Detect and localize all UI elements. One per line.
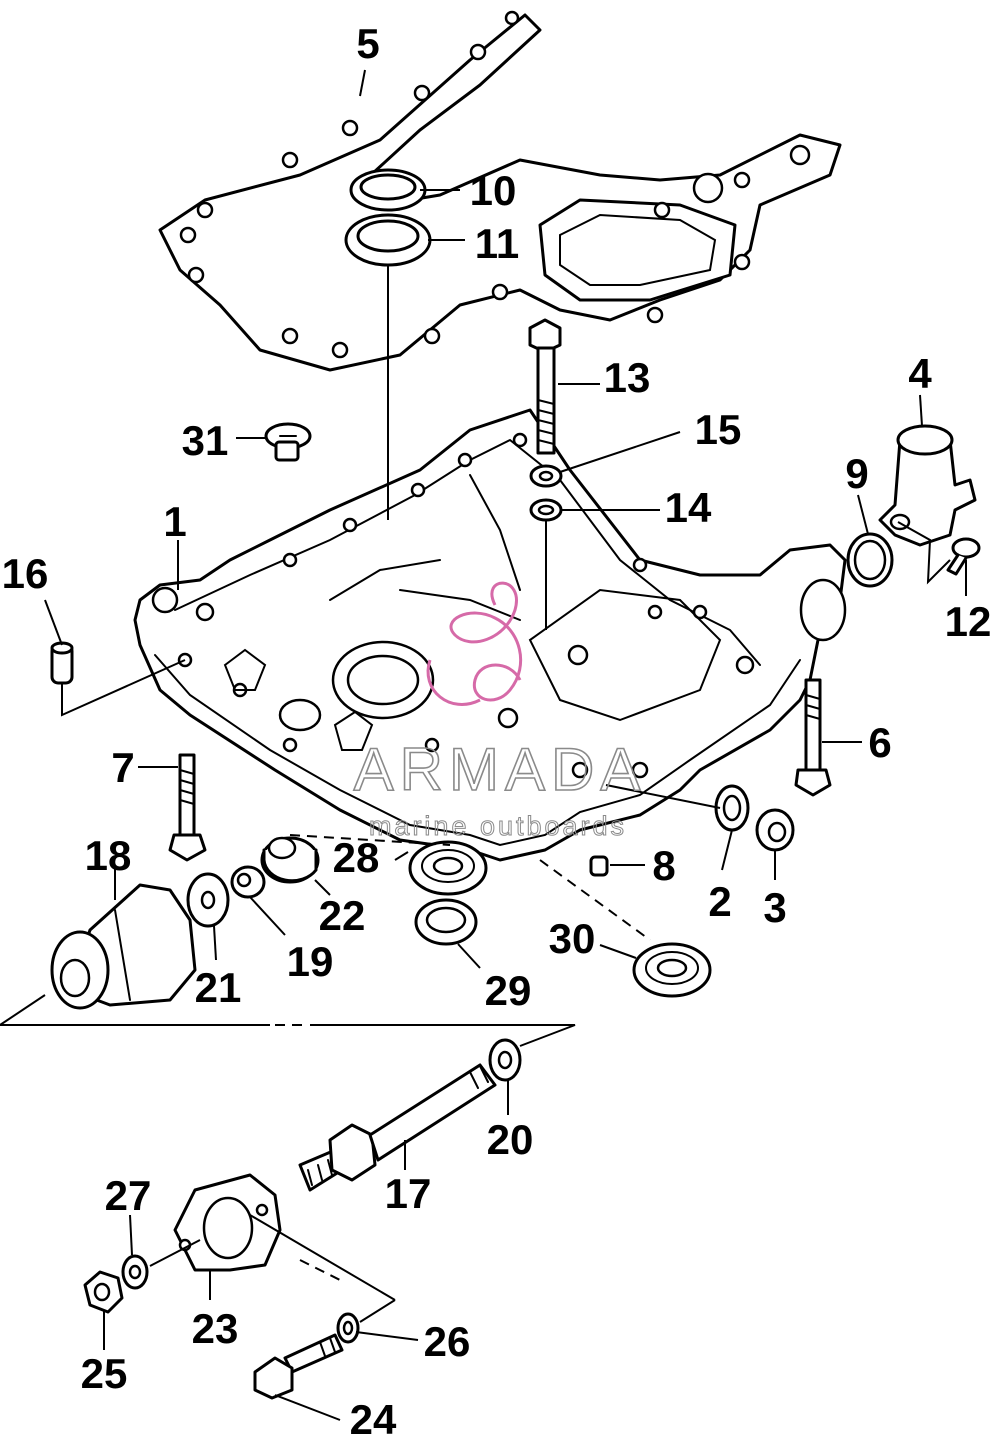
- callout-26: 26: [424, 1318, 471, 1365]
- alignment-dashed-lines: [275, 834, 651, 1281]
- callout-8: 8: [652, 842, 675, 889]
- watermark-logo: [426, 581, 523, 706]
- part-14-washer: [529, 498, 563, 522]
- part-17-shaft-bolt: [298, 1063, 497, 1192]
- part-16-dowel-pin: [50, 641, 74, 685]
- callout-22: 22: [319, 892, 366, 939]
- part-15-washer: [529, 464, 563, 488]
- callout-1: 1: [163, 498, 186, 545]
- callout-18: 18: [85, 832, 132, 879]
- callout-2: 2: [708, 878, 731, 925]
- part-29-seal: [414, 898, 478, 946]
- part-18-roller: [50, 883, 197, 1010]
- part-4-water-fitting: [878, 424, 977, 547]
- callout-25: 25: [81, 1350, 128, 1397]
- callout-24: 24: [350, 1396, 397, 1436]
- callout-5: 5: [356, 20, 379, 67]
- callout-15: 15: [695, 406, 742, 453]
- callout-20: 20: [487, 1116, 534, 1163]
- callout-4: 4: [908, 350, 932, 397]
- callout-29: 29: [485, 967, 532, 1014]
- callout-31: 31: [182, 417, 229, 464]
- part-28-bearing: [408, 840, 488, 896]
- callout-19: 19: [287, 938, 334, 985]
- callout-6: 6: [868, 719, 891, 766]
- part-3-drain-plug: [755, 808, 795, 852]
- part-8-pin: [589, 855, 609, 877]
- watermark: ARMADA marine outboards: [353, 581, 647, 842]
- callout-30: 30: [549, 915, 596, 962]
- part-9-o-ring: [846, 532, 894, 588]
- part-30-bearing: [632, 942, 712, 998]
- part-23-bracket: [173, 1173, 282, 1272]
- callout-9: 9: [845, 450, 868, 497]
- part-11-seal: [344, 213, 432, 267]
- part-10-seal: [349, 168, 427, 212]
- part-13-long-bolt: [528, 318, 562, 455]
- part-27-washer: [121, 1254, 149, 1290]
- callout-labels: 5 10 11 13 31 15 14 4 9 12 1 16 6 7 18 2…: [2, 20, 992, 1436]
- part-25-nut: [83, 1270, 124, 1314]
- callout-3: 3: [763, 884, 786, 931]
- part-2-washer: [714, 784, 750, 832]
- callout-7: 7: [111, 744, 134, 791]
- part-1-oil-pan-body: [133, 408, 847, 862]
- callout-27: 27: [105, 1172, 152, 1219]
- callout-17: 17: [385, 1170, 432, 1217]
- callout-12: 12: [945, 598, 992, 645]
- part-24-bolt: [253, 1333, 344, 1400]
- part-6-bolt: [794, 678, 832, 797]
- watermark-title: ARMADA: [354, 736, 647, 803]
- part-5-gasket: [158, 10, 842, 372]
- callout-13: 13: [604, 354, 651, 401]
- part-31-plug: [264, 422, 312, 462]
- watermark-subtitle: marine outboards: [369, 811, 627, 841]
- part-21-washer: [186, 872, 230, 928]
- callout-10: 10: [470, 167, 517, 214]
- callout-16: 16: [2, 550, 49, 597]
- part-26-washer: [336, 1312, 360, 1344]
- leader-lines: [0, 69, 967, 1421]
- part-22-spacer: [260, 836, 320, 884]
- part-12-screw: [946, 537, 981, 576]
- callout-21: 21: [195, 964, 242, 1011]
- callout-23: 23: [192, 1305, 239, 1352]
- callout-14: 14: [665, 484, 712, 531]
- part-7-bolt: [168, 753, 207, 862]
- callout-11: 11: [475, 220, 519, 267]
- part-20-washer: [488, 1038, 522, 1082]
- callout-28: 28: [333, 834, 380, 881]
- part-19-nut: [230, 865, 266, 899]
